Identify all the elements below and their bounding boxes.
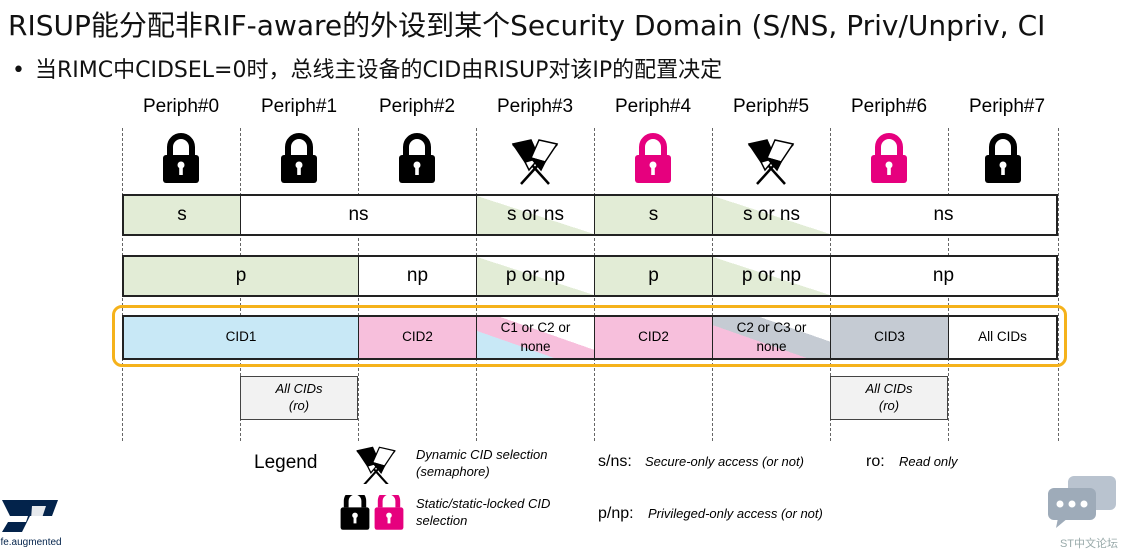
legend-static-text: Static/static-locked CID selection	[416, 496, 551, 528]
secure-cell-0: s	[124, 196, 240, 234]
legend-ro-desc: Read only	[899, 454, 958, 469]
legend-pnp-key: p/np:	[598, 505, 634, 522]
periph-header-7: Periph#7	[968, 96, 1046, 117]
cid-cell-4: C2 or C3 or none	[712, 317, 830, 358]
ro-box-periph1: All CIDs (ro)	[240, 376, 358, 420]
ro-box-periph6: All CIDs (ro)	[830, 376, 948, 420]
secure-cell-1: ns	[240, 196, 476, 234]
periph-header-6: Periph#6	[850, 96, 928, 117]
cid-cell-5: CID3	[830, 317, 948, 358]
periph-header-4: Periph#4	[614, 96, 692, 117]
priv-cell-5: np	[830, 257, 1056, 295]
periph-header-3: Periph#3	[496, 96, 574, 117]
lock-icon-periph2	[399, 136, 435, 183]
priv-cell-3: p	[594, 257, 712, 295]
forum-watermark: ST中文论坛	[1059, 538, 1118, 550]
privilege-row	[122, 255, 1058, 297]
lock-icon-periph0	[163, 136, 199, 183]
lock-icon-periph7	[985, 136, 1021, 183]
column-separator	[1058, 128, 1059, 441]
bullet-marker: •	[12, 58, 25, 83]
cid-cell-3: CID2	[594, 317, 712, 358]
legend-flags-icon	[356, 446, 396, 484]
icon-row	[0, 0, 1126, 200]
legend-sns-key: s/ns:	[598, 453, 632, 470]
priv-cell-0: p	[124, 257, 358, 295]
cid-cell-2: C1 or C2 or none	[476, 317, 594, 358]
secure-row	[122, 194, 1058, 236]
secure-cell-5: ns	[830, 196, 1056, 234]
priv-cell-2: p or np	[476, 257, 594, 295]
lock-icon-periph4	[635, 136, 671, 183]
logo-tagline: life.augmented	[0, 537, 62, 548]
lock-icon-periph6	[871, 136, 907, 183]
secure-cell-3: s	[594, 196, 712, 234]
lock-icon-periph1	[281, 136, 317, 183]
cid-cell-1: CID2	[358, 317, 476, 358]
priv-cell-1: np	[358, 257, 476, 295]
legend-pnp-desc: Privileged-only access (or not)	[648, 506, 823, 521]
legend-ro-key: ro:	[866, 453, 885, 470]
legend-label: Legend	[254, 452, 318, 473]
forum-chat-icon	[1048, 476, 1116, 528]
slide-title: RISUP能分配非RIF-aware的外设到某个Security Domain …	[8, 9, 1046, 42]
secure-cell-4: s or ns	[712, 196, 830, 234]
legend-dynamic-text: Dynamic CID selection (semaphore)	[416, 447, 548, 479]
st-logo-icon	[2, 500, 58, 532]
legend-sns-desc: Secure-only access (or not)	[645, 454, 804, 469]
periph-header-2: Periph#2	[378, 96, 456, 117]
flags-icon-periph3	[511, 138, 559, 186]
cid-row	[122, 315, 1058, 360]
periph-header-1: Periph#1	[260, 96, 338, 117]
periph-header-0: Periph#0	[142, 96, 220, 117]
secure-cell-2: s or ns	[476, 196, 594, 234]
cid-cell-6: All CIDs	[948, 317, 1056, 358]
bullet-point: • 当RIMC中CIDSEL=0时，总线主设备的CID由RISUP对该IP的配置决…	[12, 52, 722, 84]
bullet-text: 当RIMC中CIDSEL=0时，总线主设备的CID由RISUP对该IP的配置决定	[34, 58, 723, 83]
periph-header-5: Periph#5	[732, 96, 810, 117]
flags-icon-periph5	[747, 138, 795, 186]
cid-cell-0: CID1	[124, 317, 358, 358]
legend-lock-icons	[340, 495, 404, 530]
priv-cell-4: p or np	[712, 257, 830, 295]
cid-highlight	[112, 305, 1067, 367]
